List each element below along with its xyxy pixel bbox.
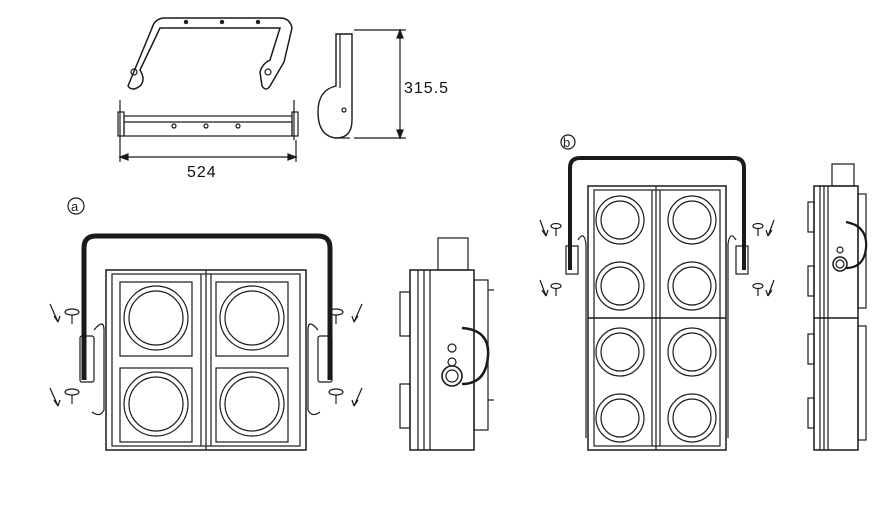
config-a-label: a (71, 199, 79, 214)
config-b-screws (539, 219, 775, 297)
width-dimension (118, 140, 298, 162)
bracket-side-view (317, 33, 353, 139)
bracket-top-view (127, 17, 293, 90)
config-a-marker (67, 197, 85, 215)
height-dimension-label: 315.5 (404, 80, 449, 97)
config-b-marker (560, 134, 576, 150)
config-b-side-view (807, 163, 868, 451)
config-a-screws (49, 303, 363, 407)
config-b-front-view (565, 156, 749, 451)
height-dimension (354, 28, 406, 140)
config-a-front-view (79, 233, 333, 451)
width-dimension-label: 524 (187, 164, 217, 181)
bracket-front-view (117, 100, 299, 140)
config-a-side-view (399, 237, 494, 451)
config-b-label: b (563, 135, 570, 150)
